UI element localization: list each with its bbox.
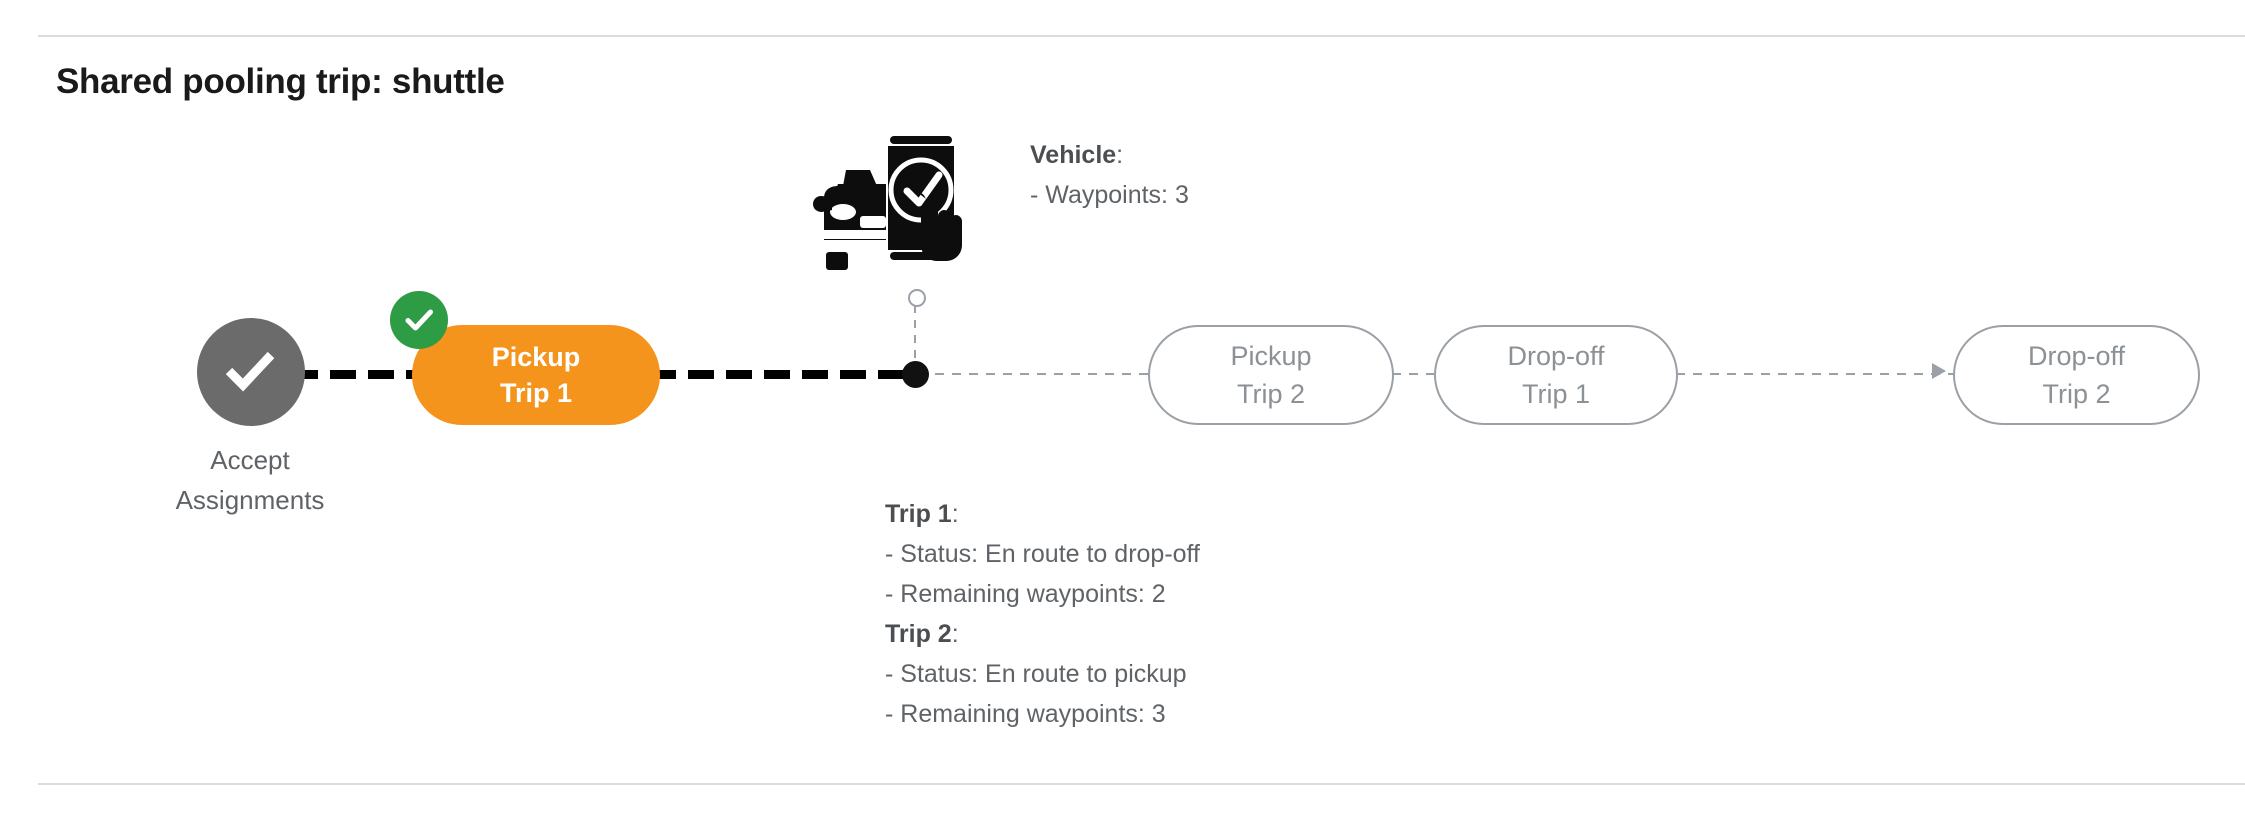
step-pickup-trip-1-line-1: Pickup bbox=[491, 342, 581, 372]
check-circle-icon bbox=[197, 318, 305, 426]
trip2-heading-label: Trip 2 bbox=[885, 620, 952, 648]
trip2-heading: Trip 2: bbox=[885, 614, 1200, 654]
trip-details-block: Trip 1: - Status: En route to drop-off -… bbox=[885, 494, 1200, 734]
completed-badge-check-icon bbox=[390, 291, 448, 349]
vehicle-position-dot bbox=[902, 361, 929, 388]
step-drop-off-trip-1[interactable]: Drop-off Trip 1 bbox=[1434, 325, 1678, 425]
vehicle-marker-ring-icon bbox=[908, 289, 926, 307]
vehicle-info-heading: Vehicle: bbox=[1030, 135, 1189, 175]
step-drop-off-trip-1-line-1: Drop-off bbox=[1507, 341, 1605, 371]
connector-vehicle-to-pickup2 bbox=[918, 373, 1150, 375]
step-drop-off-trip-2-line-2: Trip 2 bbox=[2042, 379, 2111, 409]
check-icon bbox=[225, 351, 275, 392]
step-pickup-trip-2[interactable]: Pickup Trip 2 bbox=[1148, 325, 1394, 425]
connector-pickup1-to-vehicle bbox=[650, 370, 920, 379]
step-pickup-trip-2-line-2: Trip 2 bbox=[1236, 379, 1305, 409]
connector-dropoff1-to-dropoff2 bbox=[1676, 373, 1954, 375]
connector-pickup2-to-dropoff1 bbox=[1392, 373, 1436, 375]
node-accept-assignments-label: Accept Assignments bbox=[110, 440, 390, 520]
accept-label-line-2: Assignments bbox=[175, 485, 325, 515]
vehicle-info-block: Vehicle: - Waypoints: 3 bbox=[1030, 135, 1189, 215]
step-drop-off-trip-2[interactable]: Drop-off Trip 2 bbox=[1953, 325, 2200, 425]
connector-arrowhead-icon bbox=[1932, 363, 1946, 379]
car-phone-check-icon bbox=[813, 136, 962, 270]
vehicle-marker-leader-line bbox=[914, 305, 916, 361]
bottom-divider bbox=[38, 783, 2245, 785]
trip2-status: - Status: En route to pickup bbox=[885, 660, 1187, 688]
trip1-heading-suffix: : bbox=[951, 500, 959, 528]
step-pickup-trip-1-line-2: Trip 1 bbox=[499, 378, 573, 408]
step-drop-off-trip-1-line-2: Trip 1 bbox=[1521, 379, 1590, 409]
accept-label-line-1: Accept bbox=[210, 445, 290, 475]
node-accept-assignments[interactable] bbox=[197, 318, 305, 426]
step-pickup-trip-1[interactable]: Pickup Trip 1 bbox=[412, 325, 660, 425]
step-drop-off-trip-2-line-1: Drop-off bbox=[2027, 341, 2126, 371]
trip1-status: - Status: En route to drop-off bbox=[885, 540, 1200, 568]
vehicle-info-heading-label: Vehicle bbox=[1030, 141, 1117, 169]
step-pickup-trip-2-line-1: Pickup bbox=[1230, 341, 1312, 371]
check-icon bbox=[405, 309, 433, 331]
trip1-heading: Trip 1: bbox=[885, 494, 1200, 534]
trip1-waypoints: - Remaining waypoints: 2 bbox=[885, 580, 1166, 608]
trip1-heading-label: Trip 1 bbox=[885, 500, 952, 528]
top-divider bbox=[38, 35, 2245, 37]
vehicle-info-heading-suffix: : bbox=[1116, 141, 1124, 169]
vehicle-info-waypoints: - Waypoints: 3 bbox=[1030, 181, 1189, 209]
connector-accept-to-pickup1 bbox=[292, 370, 422, 379]
trip2-heading-suffix: : bbox=[951, 620, 959, 648]
page-title: Shared pooling trip: shuttle bbox=[56, 62, 505, 101]
trip2-waypoints: - Remaining waypoints: 3 bbox=[885, 700, 1166, 728]
